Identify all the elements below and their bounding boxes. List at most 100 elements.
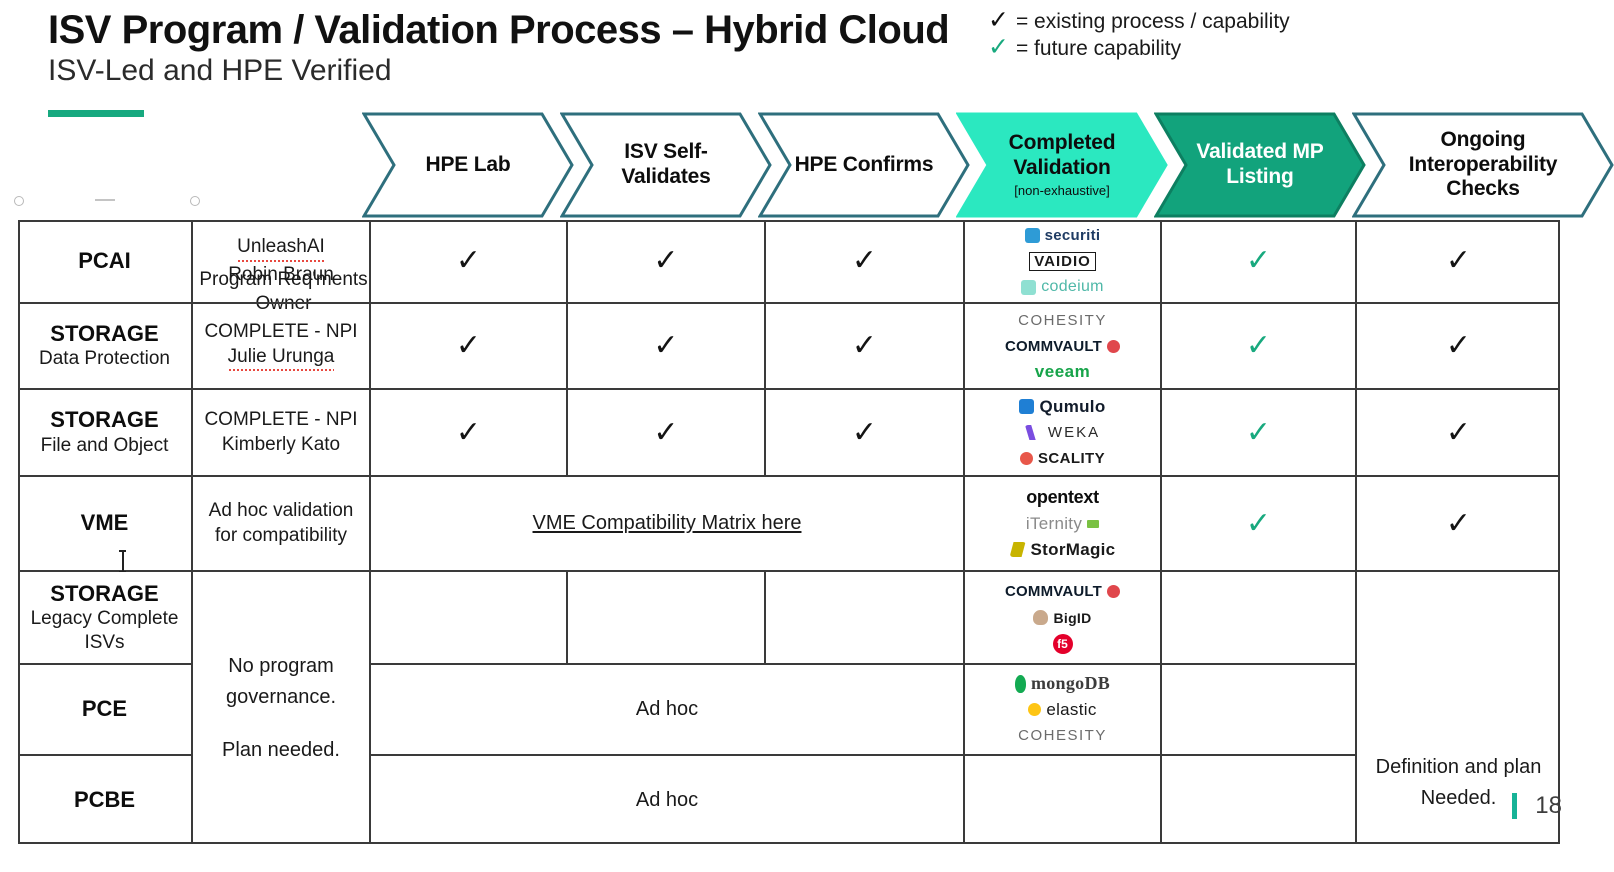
adhoc-label: Ad hoc <box>635 788 699 811</box>
cell-validated-mp: ✓ <box>1162 477 1357 572</box>
selection-handle[interactable] <box>14 196 24 206</box>
cell-ongoing: ✓ <box>1357 477 1560 572</box>
logo-cohesity: COHESITY <box>1018 726 1107 745</box>
logo-label: COHESITY <box>1018 727 1107 744</box>
cell-validated-mp: ✓ <box>1162 220 1357 304</box>
cell-completed-validation: opentext iTernity StorMagic <box>965 477 1162 572</box>
slide-number: 18 <box>1535 792 1562 819</box>
chevron-hpe-lab[interactable]: HPE Lab <box>362 112 574 218</box>
check-icon: ✓ <box>1445 415 1472 449</box>
governance-note-line3: Plan needed. <box>222 738 340 761</box>
cell-vme-compatibility-merged: VME Compatibility Matrix here <box>371 477 965 572</box>
logo-commvault: COMMVAULT <box>1005 337 1121 356</box>
legend-label-future: = future capability <box>1015 36 1182 60</box>
chevron-shape-icon <box>1154 112 1366 218</box>
governance-note-line2: governance. <box>225 685 337 708</box>
cell-hpe-lab: ✓ <box>371 220 568 304</box>
logo-label: VAIDIO <box>1029 251 1096 271</box>
commvault-icon <box>1107 339 1121 353</box>
cell-ongoing: ✓ <box>1357 390 1560 477</box>
weka-icon <box>1024 425 1036 440</box>
logo-stack: COMMVAULT BigID f5 <box>965 582 1160 654</box>
chevron-label-line1: Completed <box>1008 131 1116 155</box>
logo-vaidio: VAIDIO <box>1029 251 1096 271</box>
check-icon: ✓ <box>1245 329 1272 362</box>
cell-isv-self: ✓ <box>568 304 766 390</box>
vme-compatibility-matrix-link[interactable]: VME Compatibility Matrix here <box>532 512 802 534</box>
logo-label: COHESITY <box>1018 311 1107 329</box>
bigid-icon <box>1033 610 1049 625</box>
cell-isv-self <box>568 572 766 665</box>
chevron-label-line2: Validates <box>621 165 711 188</box>
check-icon: ✓ <box>653 415 679 449</box>
page-title: ISV Program / Validation Process – Hybri… <box>48 8 950 52</box>
cell-owner: COMPLETE - NPI Julie Urunga <box>193 304 371 390</box>
logo-codeium: codeium <box>1021 278 1104 297</box>
owner-name: COMPLETE - NPI <box>204 320 358 342</box>
cell-completed-validation: COMMVAULT BigID f5 <box>965 572 1162 665</box>
check-icon: ✓ <box>1445 329 1472 362</box>
chevron-isv-self-validates[interactable]: ISV Self-Validates <box>560 112 772 218</box>
cell-owner: COMPLETE - NPI Kimberly Kato <box>193 390 371 477</box>
cell-definition-and-plan-merged: Definition and plan Needed. <box>1357 572 1560 844</box>
cell-hpe-confirms: ✓ <box>766 304 965 390</box>
logo-label: COMMVAULT <box>1004 583 1103 600</box>
cell-completed-validation: securiti VAIDIO codeium <box>965 220 1162 304</box>
logo-label: veeam <box>1034 362 1091 381</box>
logo-securiti: securiti <box>1024 226 1101 245</box>
validation-matrix-table: PCAI UnleashAI Robin Braun ✓ ✓ ✓ securit… <box>18 220 1560 844</box>
selection-handle[interactable] <box>95 199 115 201</box>
legend-item-future: ✓ = future capability <box>988 32 1290 62</box>
cell-completed-validation <box>965 756 1162 844</box>
cell-owner: UnleashAI Robin Braun <box>193 220 371 304</box>
row-category-sub-line1: Legacy Complete <box>30 607 179 629</box>
check-icon: ✓ <box>988 6 1009 34</box>
elastic-icon <box>1028 703 1042 716</box>
cell-hpe-confirms <box>766 572 965 665</box>
chevron-hpe-confirms[interactable]: HPE Confirms <box>758 112 970 218</box>
definition-note-line2: Needed. <box>1420 787 1497 809</box>
table-row: PCBE <box>18 756 193 844</box>
cell-ongoing: ✓ <box>1357 220 1560 304</box>
logo-elastic: elastic <box>1028 700 1096 719</box>
check-icon: ✓ <box>988 32 1009 61</box>
governance-note-line1: No program <box>228 654 334 677</box>
check-icon: ✓ <box>1445 506 1472 540</box>
cell-isv-self: ✓ <box>568 220 766 304</box>
logo-label: iTernity <box>1025 513 1083 533</box>
table-row: VME <box>18 477 193 572</box>
chevron-label-line3: Checks <box>1446 177 1520 201</box>
logo-iternity: iTernity <box>1025 513 1100 533</box>
cell-hpe-confirms: ✓ <box>766 390 965 477</box>
logo-label: WEKA <box>1047 424 1101 441</box>
mongodb-icon <box>1014 674 1026 693</box>
qumulo-icon <box>1019 399 1035 414</box>
table-row: PCAI <box>18 220 193 304</box>
chevron-label-line2: Interoperability <box>1408 152 1558 176</box>
cell-validated-mp: ✓ <box>1162 390 1357 477</box>
column-header-program-owner: Program Req'ments Owner <box>199 269 368 314</box>
cell-adhoc-merged: Ad hoc <box>371 756 965 844</box>
cell-isv-self: ✓ <box>568 390 766 477</box>
legend-item-existing: ✓ = existing process / capability <box>988 8 1290 35</box>
chevron-label: HPE Confirms <box>794 152 934 176</box>
logo-label: securiti <box>1044 226 1101 244</box>
logo-label: codeium <box>1041 278 1104 295</box>
table-row: PCE <box>18 665 193 756</box>
logo-label: BigID <box>1053 609 1092 626</box>
slide-number-block: 18 <box>1512 792 1562 820</box>
slide-number-accent <box>1512 793 1518 819</box>
check-icon: ✓ <box>653 329 679 362</box>
check-icon: ✓ <box>851 415 878 449</box>
logo-mongodb: mongoDB <box>1014 673 1110 693</box>
cell-completed-validation: mongoDB elastic COHESITY <box>965 665 1162 756</box>
check-icon: ✓ <box>1445 244 1472 277</box>
cell-validated-mp <box>1162 665 1357 756</box>
check-icon: ✓ <box>653 244 679 277</box>
chevron-sublabel: [non-exhaustive] <box>1014 182 1110 198</box>
selection-handle[interactable] <box>190 196 200 206</box>
